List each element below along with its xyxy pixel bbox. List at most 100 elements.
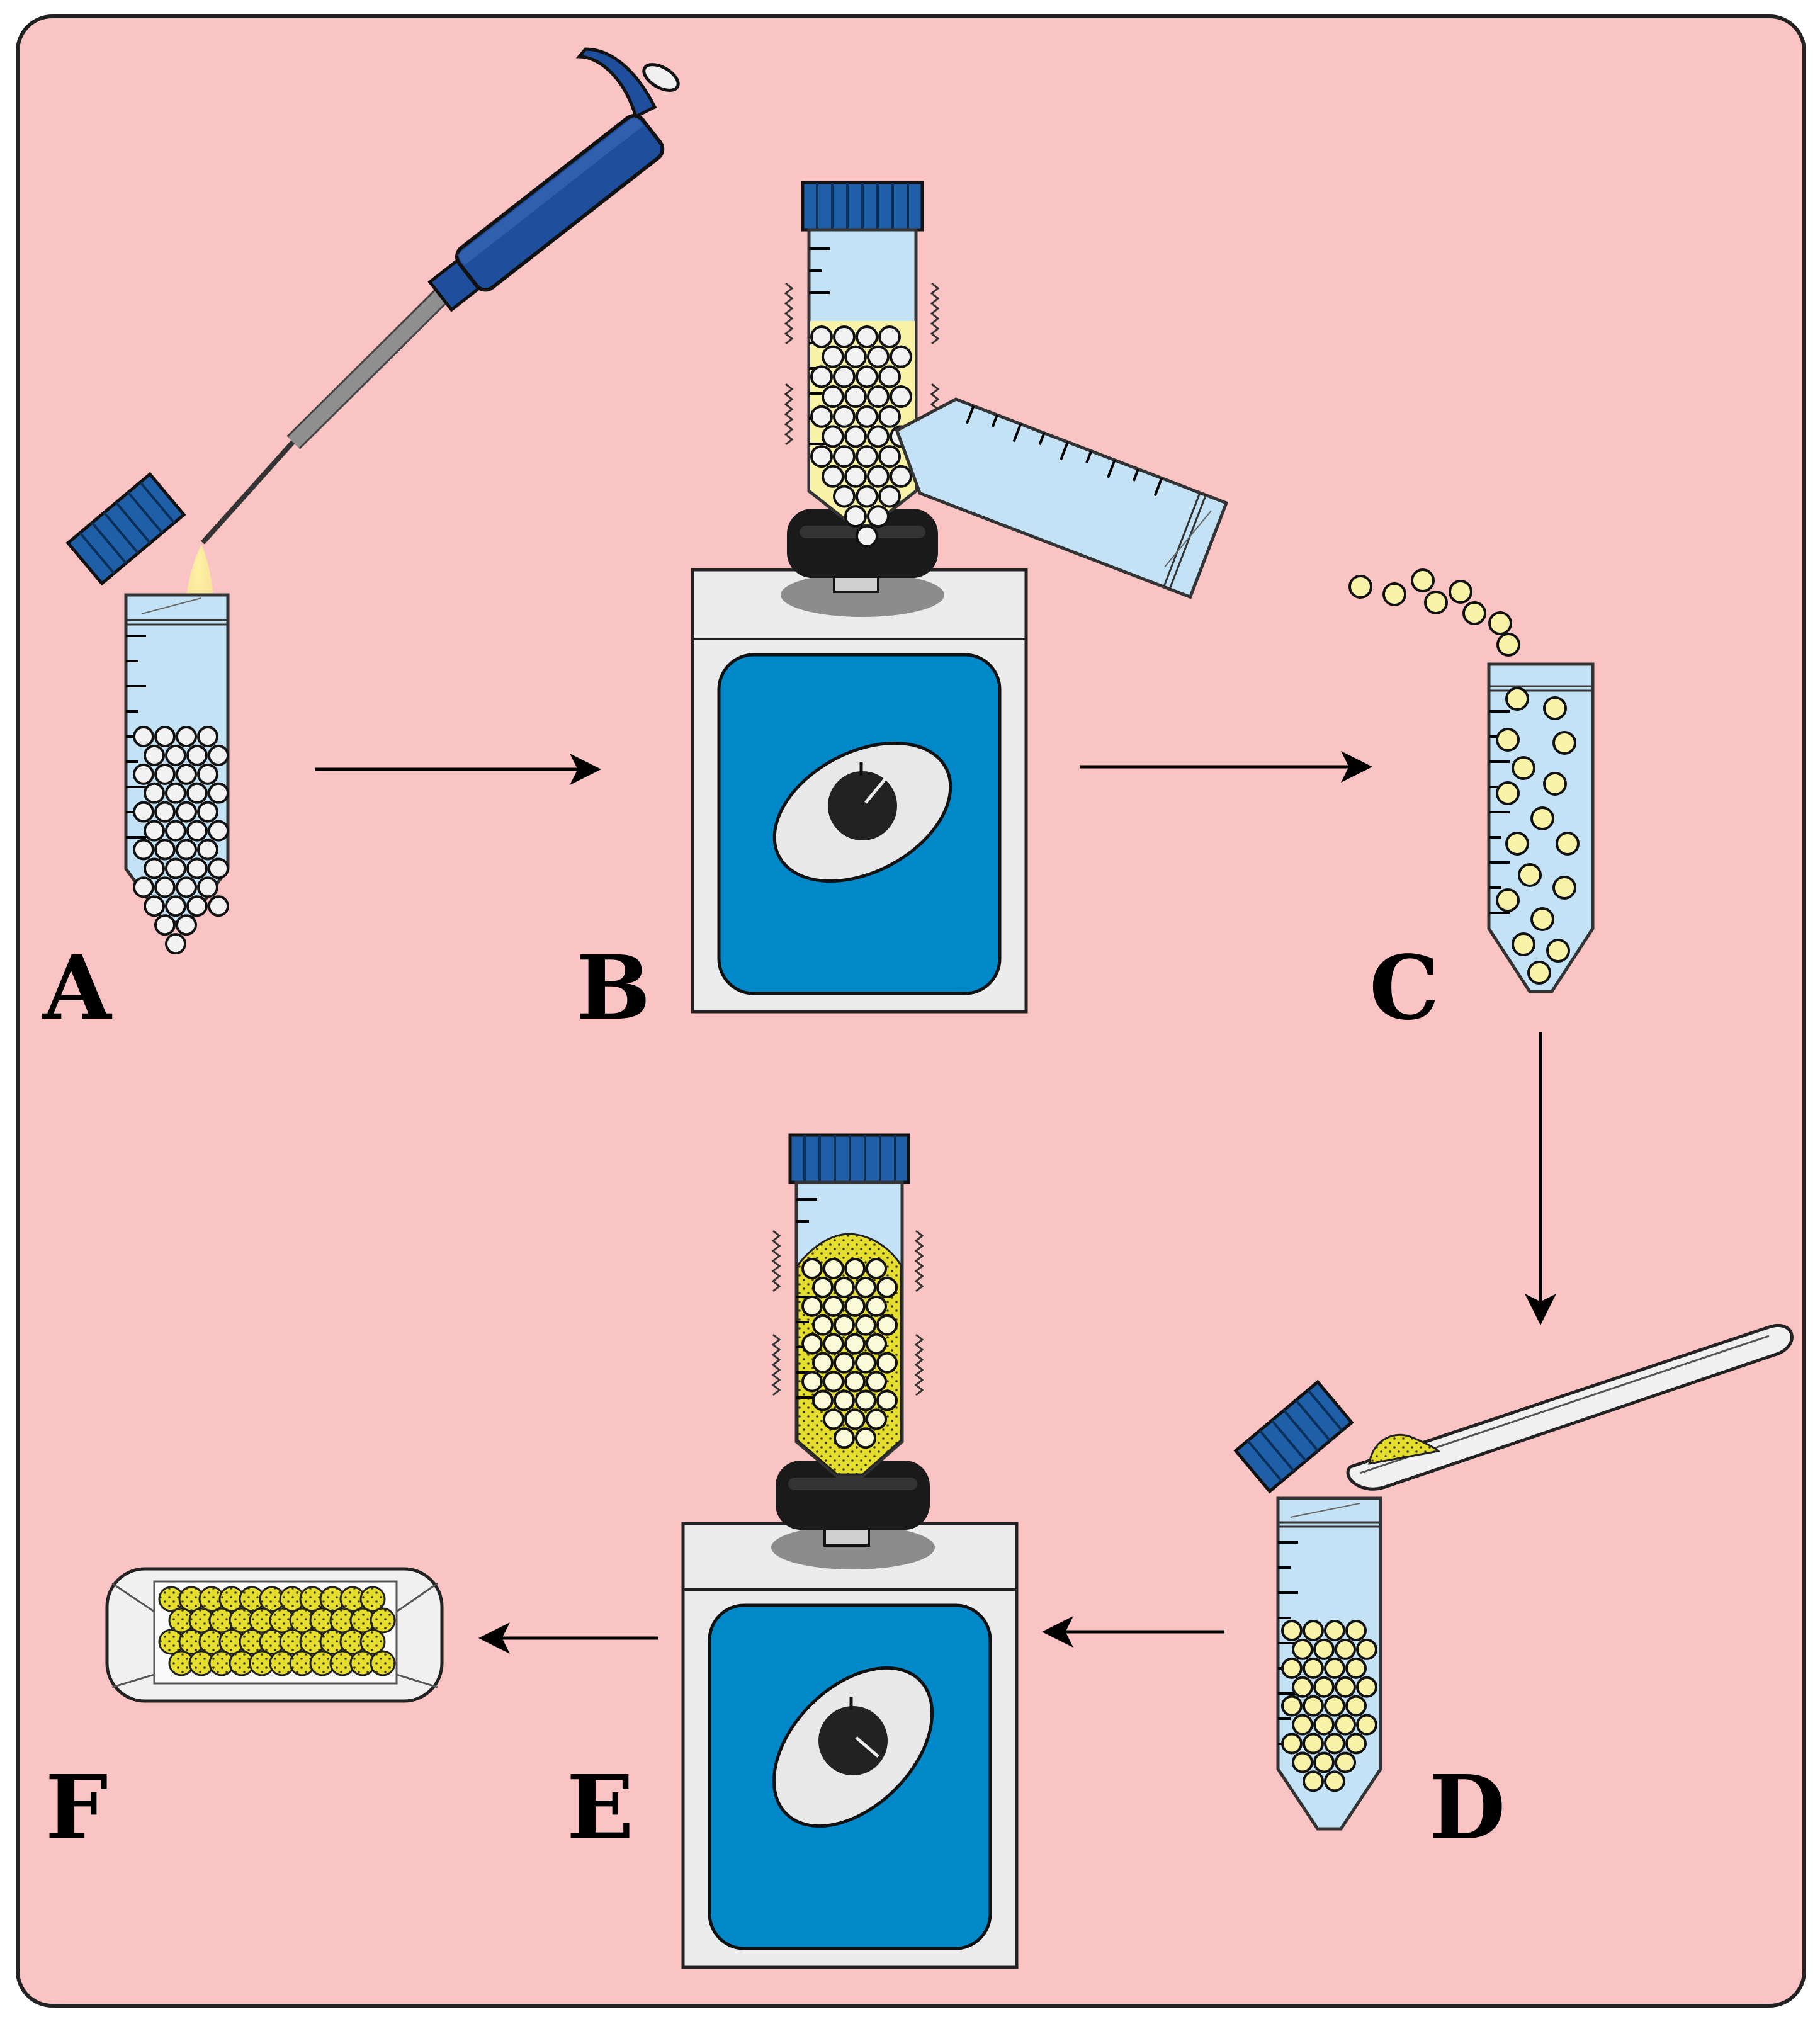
bead — [186, 782, 208, 804]
bead — [855, 1352, 876, 1374]
vibration-lines — [771, 1230, 924, 1396]
bead — [1546, 939, 1570, 963]
bead — [1356, 1714, 1377, 1736]
step-label-e: E — [567, 1756, 634, 1860]
bead — [844, 1295, 866, 1317]
bead — [133, 763, 154, 785]
bead — [133, 726, 154, 747]
bead — [1496, 781, 1520, 805]
bead — [822, 425, 844, 448]
spatula-icon — [1346, 1324, 1794, 1491]
bead — [144, 820, 165, 842]
bead — [1335, 1751, 1356, 1773]
bead — [197, 801, 218, 823]
bead — [844, 425, 867, 448]
bead — [1356, 1638, 1377, 1660]
bead — [1496, 888, 1520, 912]
bead — [810, 445, 833, 468]
bead — [844, 1258, 866, 1279]
bead — [856, 524, 878, 548]
falcon-tube-icon — [124, 593, 230, 955]
bead — [876, 1314, 898, 1336]
bead — [1345, 1695, 1367, 1717]
bead — [154, 914, 176, 936]
step-label-b: B — [576, 937, 650, 1040]
bead — [1281, 1620, 1303, 1641]
bead — [197, 763, 218, 785]
falcon-tube-icon — [1487, 662, 1595, 993]
bead — [165, 857, 186, 879]
bead — [823, 1258, 844, 1279]
bead — [1303, 1733, 1324, 1755]
bead — [856, 365, 878, 388]
step-label-f: F — [45, 1756, 108, 1860]
bead — [801, 1371, 823, 1393]
bead — [359, 1629, 386, 1655]
bead — [855, 1389, 876, 1411]
beads-falling — [1348, 568, 1520, 657]
beads-white — [810, 325, 912, 548]
bead — [876, 1352, 898, 1374]
bead — [822, 345, 844, 368]
vortex-mixer-icon — [691, 509, 1028, 1014]
bead — [1345, 1620, 1367, 1641]
bead — [359, 1586, 386, 1612]
bead — [844, 1408, 866, 1430]
bead — [1512, 932, 1535, 956]
bead — [1527, 961, 1551, 985]
bead — [866, 1408, 887, 1430]
bead — [1292, 1714, 1313, 1736]
bead — [833, 405, 856, 428]
falcon-tube-icon — [895, 397, 1229, 599]
bead — [165, 744, 186, 766]
step-b: B — [576, 181, 1028, 1040]
falcon-tube-icon — [801, 181, 924, 548]
bead — [1303, 1695, 1324, 1717]
beads-white — [133, 726, 229, 955]
bead — [1324, 1770, 1345, 1792]
bead — [1496, 728, 1520, 752]
bead — [208, 782, 229, 804]
bead — [866, 1258, 887, 1279]
bead — [1552, 731, 1576, 755]
bead — [844, 1333, 866, 1355]
pipette-icon — [201, 47, 680, 545]
bead — [823, 1333, 844, 1355]
bead — [823, 1295, 844, 1317]
bead — [855, 1314, 876, 1336]
falcon-tube-icon — [788, 1133, 910, 1478]
bead — [176, 876, 197, 898]
bead — [876, 1276, 898, 1298]
bead — [844, 465, 867, 488]
bead — [823, 1408, 844, 1430]
bead — [197, 726, 218, 747]
bead — [867, 505, 890, 528]
falcon-tube-icon — [1276, 1496, 1382, 1831]
bead — [370, 1650, 396, 1676]
bead — [370, 1607, 396, 1634]
bead — [844, 1371, 866, 1393]
bead — [1303, 1770, 1324, 1792]
tube-cap — [1233, 1379, 1354, 1494]
bead — [1556, 832, 1580, 856]
bead — [154, 839, 176, 861]
bead — [856, 445, 878, 468]
step-a: A — [42, 47, 680, 1040]
tube-cap — [65, 472, 186, 586]
weighing-boat-icon — [105, 1567, 444, 1703]
bead — [165, 820, 186, 842]
bead — [1530, 806, 1554, 830]
bead — [1335, 1676, 1356, 1698]
bead — [1345, 1733, 1367, 1755]
bead — [856, 325, 878, 348]
bead — [878, 445, 901, 468]
bead — [176, 801, 197, 823]
beads-coated — [801, 1258, 898, 1449]
bead — [823, 1371, 844, 1393]
bead — [834, 1389, 855, 1411]
bead — [1324, 1695, 1345, 1717]
bead — [833, 485, 856, 508]
bead — [878, 405, 901, 428]
bead — [866, 1371, 887, 1393]
bead — [812, 1389, 834, 1411]
